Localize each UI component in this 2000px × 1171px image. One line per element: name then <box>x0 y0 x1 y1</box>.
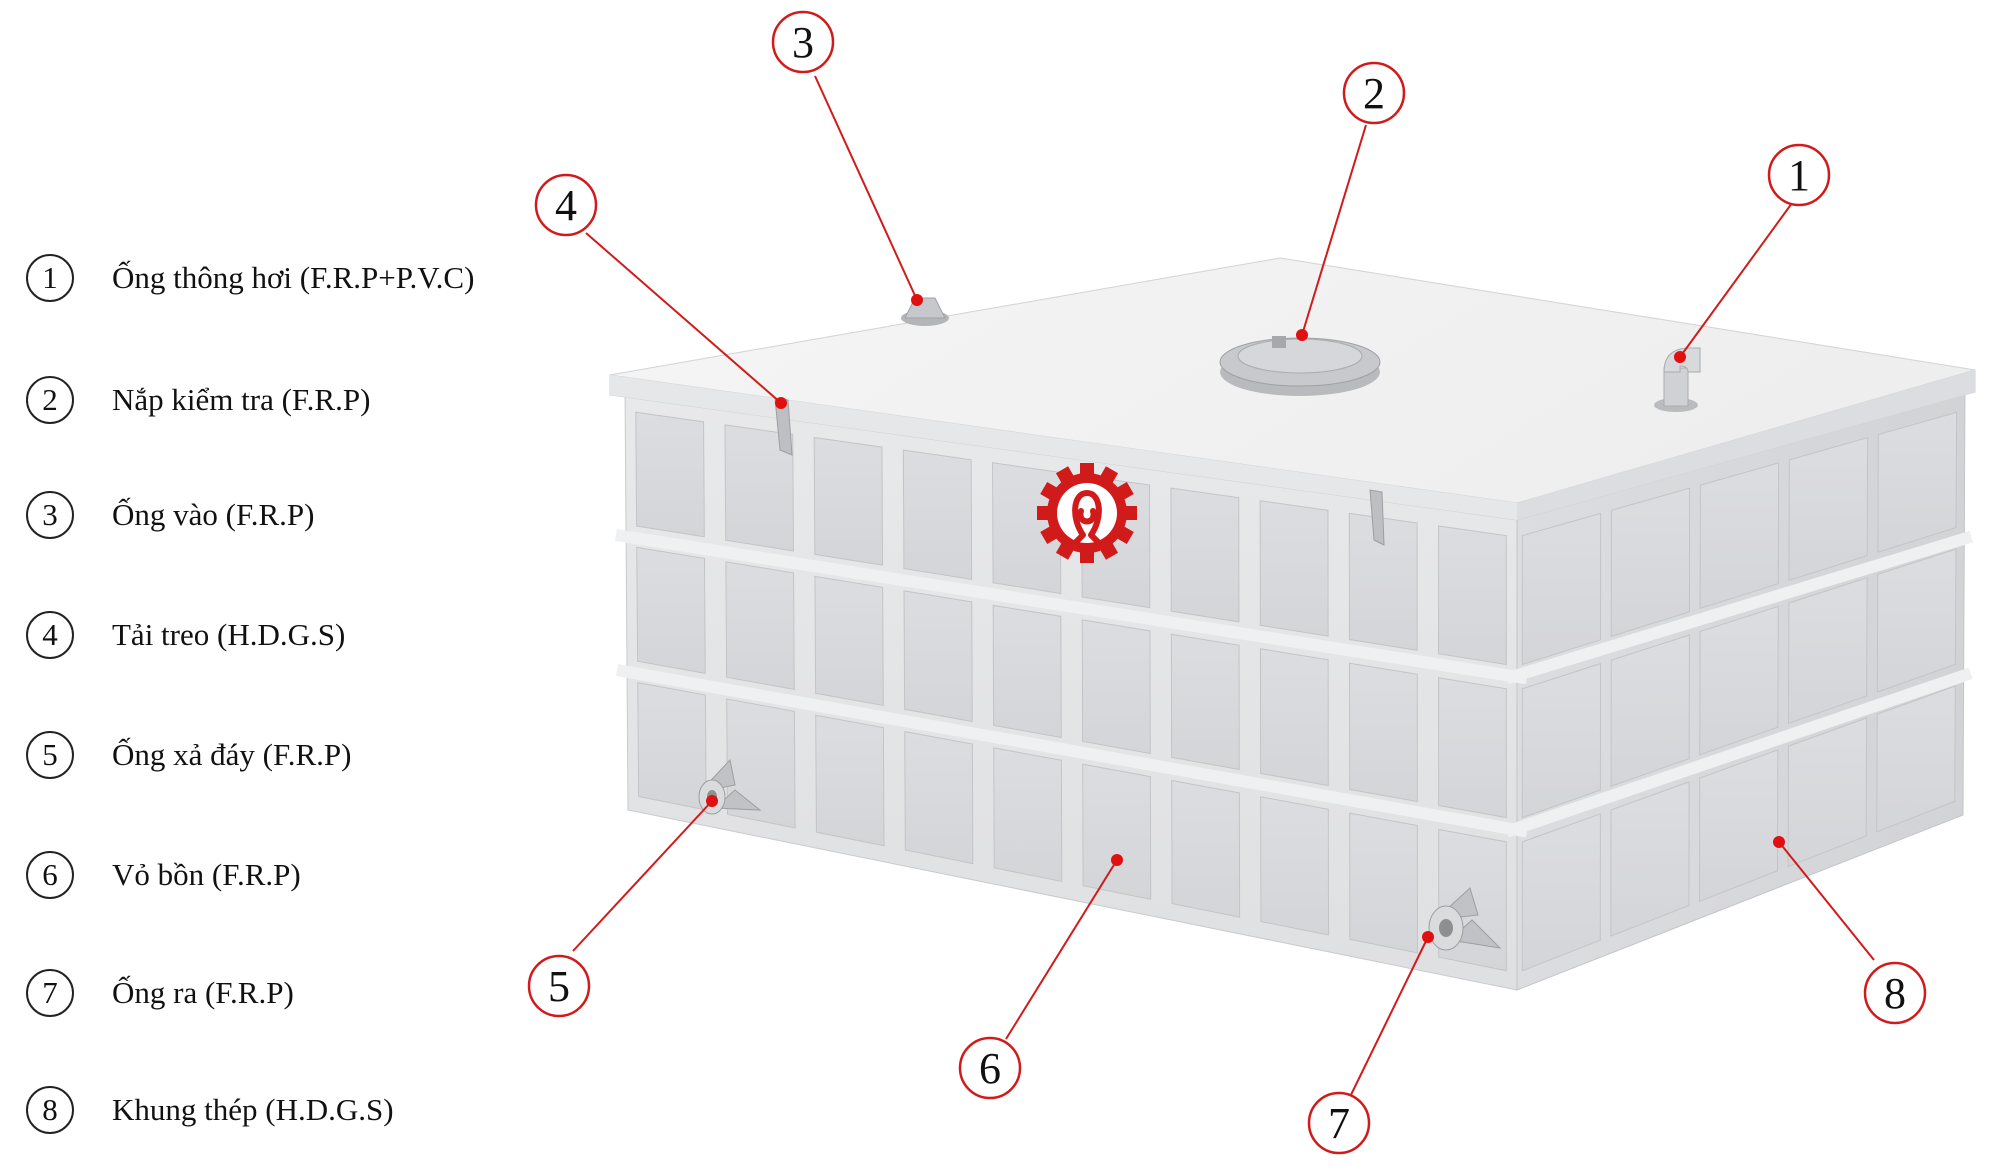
legend-label: Ống thông hơi (F.R.P+P.V.C) <box>112 260 475 295</box>
frame-panel <box>1348 512 1418 651</box>
frame-panel <box>636 546 706 675</box>
legend-label: Tải treo (H.D.G.S) <box>112 617 346 652</box>
callout-1: 1 <box>1767 143 1831 207</box>
legend-number: 5 <box>26 731 74 779</box>
side-frame-grid <box>1505 411 1974 972</box>
legend-number: 6 <box>26 851 74 899</box>
frame-panel <box>1259 648 1329 787</box>
frame-panel <box>1610 487 1691 638</box>
callout-3: 3 <box>771 10 835 74</box>
callout-number: 3 <box>792 18 814 67</box>
callout-number: 7 <box>1328 1099 1350 1148</box>
vent-pipe <box>1654 347 1701 412</box>
callout-number: 1 <box>1788 151 1810 200</box>
legend-label: Ống ra (F.R.P) <box>112 975 294 1010</box>
frame-panel <box>1788 436 1869 581</box>
outlet-flange <box>1428 887 1502 951</box>
legend-item-2: 2 Nắp kiểm tra (F.R.P) <box>26 370 370 430</box>
tank-body <box>609 257 1976 991</box>
frame-panel <box>903 590 973 723</box>
legend-number: 8 <box>26 1086 74 1134</box>
frame-panel <box>1259 500 1329 637</box>
frame-panel <box>1787 717 1868 868</box>
callout-number: 4 <box>555 181 577 230</box>
legend-item-6: 6 Vỏ bồn (F.R.P) <box>26 845 301 905</box>
frame-panel <box>1877 411 1958 553</box>
frame-panel <box>1082 763 1152 900</box>
frame-panel <box>815 714 885 847</box>
frame-panel <box>1876 685 1956 833</box>
frame-beam <box>1505 530 1974 685</box>
legend-label: Khung thép (H.D.G.S) <box>112 1092 394 1127</box>
callout-number: 2 <box>1363 69 1385 118</box>
frame-panel <box>1788 577 1868 725</box>
frame-panel <box>724 424 794 552</box>
callout-5: 5 <box>527 954 591 1018</box>
callout-7: 7 <box>1307 1091 1371 1155</box>
frame-panel <box>1699 605 1779 756</box>
frame-panel <box>1081 619 1151 755</box>
frame-panel <box>993 747 1063 883</box>
callout-number: 5 <box>548 962 570 1011</box>
callout-8: 8 <box>1863 961 1927 1025</box>
legend-number: 3 <box>26 491 74 539</box>
leader-lines <box>572 75 1875 1104</box>
callout-6: 6 <box>958 1036 1022 1100</box>
lifting-lugs <box>774 397 1385 546</box>
inlet-pipe <box>901 297 949 326</box>
frame-panel <box>1610 634 1690 787</box>
front-frame-grid <box>615 411 1529 972</box>
callout-number: 8 <box>1884 969 1906 1018</box>
frame-panel <box>1170 633 1240 771</box>
frame-panel <box>637 682 707 811</box>
frame-panel <box>1876 548 1957 693</box>
frame-panel <box>1699 749 1779 903</box>
callout-4: 4 <box>534 173 598 237</box>
frame-panel <box>902 449 973 580</box>
frame-panel <box>1699 462 1780 610</box>
frame-panel <box>1260 796 1330 936</box>
legend-item-7: 7 Ống ra (F.R.P) <box>26 963 294 1023</box>
frame-panel <box>1171 779 1241 918</box>
inspection-lid <box>1219 336 1381 396</box>
frame-panel <box>725 561 795 691</box>
legend-number: 4 <box>26 611 74 659</box>
legend-item-5: 5 Ống xả đáy (F.R.P) <box>26 725 351 785</box>
frame-panel <box>813 436 884 566</box>
legend-label: Ống vào (F.R.P) <box>112 497 315 532</box>
legend-label: Vỏ bồn (F.R.P) <box>112 857 301 892</box>
frame-panel <box>814 575 884 707</box>
frame-panel <box>1521 512 1602 666</box>
frame-panel <box>1438 677 1507 819</box>
legend: 1 Ống thông hơi (F.R.P+P.V.C) 2 Nắp kiểm… <box>0 0 600 1171</box>
frame-beam <box>615 664 1529 838</box>
legend-item-4: 4 Tải treo (H.D.G.S) <box>26 605 345 665</box>
frame-panel <box>1349 662 1418 803</box>
legend-number: 1 <box>26 254 74 302</box>
legend-item-1: 1 Ống thông hơi (F.R.P+P.V.C) <box>26 248 474 308</box>
legend-number: 7 <box>26 969 74 1017</box>
frame-beam <box>1505 667 1973 838</box>
legend-item-3: 3 Ống vào (F.R.P) <box>26 485 314 545</box>
frame-panel <box>1521 662 1602 819</box>
leader-dots <box>706 294 1785 943</box>
frame-panel <box>1521 813 1601 972</box>
frame-panel <box>1610 781 1690 937</box>
callout-2: 2 <box>1342 61 1406 125</box>
callout-number: 6 <box>979 1044 1001 1093</box>
frame-panel <box>992 604 1062 739</box>
gear-ribbon-logo-icon <box>1037 463 1137 563</box>
frame-panel <box>1349 812 1418 954</box>
legend-label: Ống xả đáy (F.R.P) <box>112 737 352 772</box>
legend-label: Nắp kiểm tra (F.R.P) <box>112 382 371 417</box>
frame-panel <box>635 411 705 538</box>
frame-panel <box>904 730 974 865</box>
legend-number: 2 <box>26 376 74 424</box>
frame-panel <box>1438 525 1507 666</box>
frame-panel <box>1170 487 1240 623</box>
frame-beam <box>615 529 1528 685</box>
legend-item-8: 8 Khung thép (H.D.G.S) <box>26 1080 394 1140</box>
